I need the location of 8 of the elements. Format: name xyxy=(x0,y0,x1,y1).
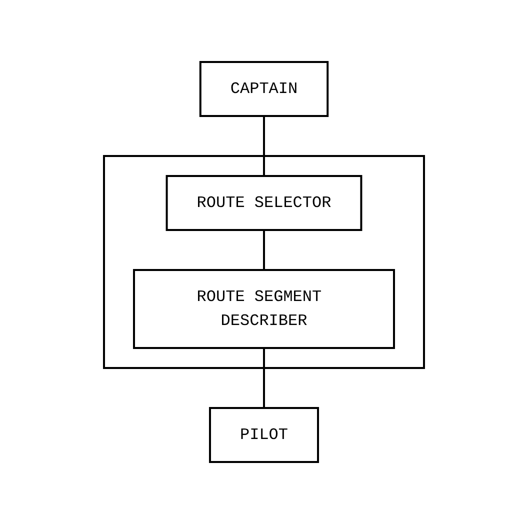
node-box: ROUTE SEGMENT DESCRIBER xyxy=(132,268,394,348)
connector xyxy=(262,230,264,270)
connector xyxy=(262,348,264,408)
cluster xyxy=(102,154,424,368)
node-box: ROUTE SELECTOR xyxy=(165,174,362,230)
node-box: CAPTAIN xyxy=(198,60,328,116)
node-box: PILOT xyxy=(208,406,318,462)
connector xyxy=(262,116,264,176)
